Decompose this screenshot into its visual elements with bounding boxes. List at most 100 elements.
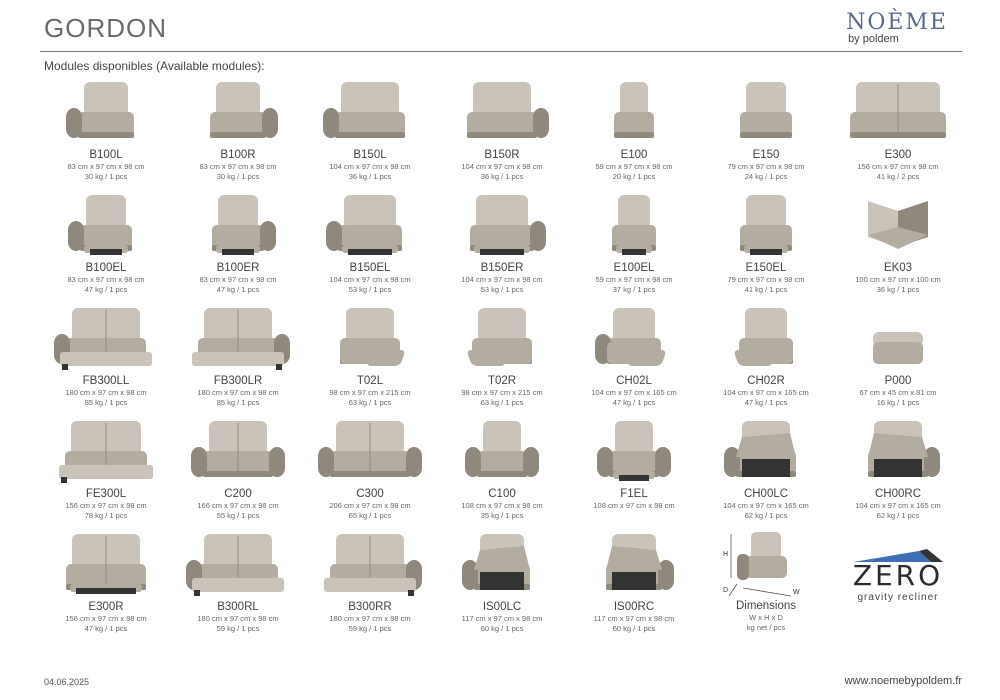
chaise-left-icon: [568, 300, 700, 374]
module-code: T02R: [487, 375, 517, 387]
brand-logo: NOÈME by poldem: [846, 10, 948, 45]
module-weight: 20 kg / 1 pcs: [612, 172, 656, 181]
three-seat-sofa-icon: [304, 413, 436, 487]
recliner-seat-icon: [568, 187, 700, 261]
module-dimensions: 83 cm x 97 cm x 98 cm: [199, 275, 277, 284]
module-dimensions: 166 cm x 97 cm x 98 cm: [197, 501, 279, 510]
module-weight: 30 kg / 1 pcs: [216, 172, 260, 181]
module-weight: 36 kg / 1 pcs: [480, 172, 524, 181]
loveseat-icon: [172, 413, 304, 487]
sofa-seat-icon: [568, 74, 700, 148]
chaise-storage-left-icon: [700, 413, 832, 487]
sofa-armchair-right-icon: [172, 74, 304, 148]
sofa-bed-arm-right-icon: [304, 526, 436, 600]
armchair-icon: [436, 413, 568, 487]
module-dimensions: 108 cm x 97 cm x 98 cm: [593, 501, 675, 510]
module-dimensions: 104 cm x 97 cm x 98 cm: [329, 275, 411, 284]
module-code: E100: [620, 149, 648, 161]
module-weight: 36 kg / 1 pcs: [348, 172, 392, 181]
module-code: FB300LR: [213, 375, 263, 387]
recliner-wide-right-icon: [436, 187, 568, 261]
module-dimensions: 104 cm x 97 cm x 165 cm: [591, 388, 677, 397]
chaise-storage-right-icon: [832, 413, 964, 487]
module-dimensions: 67 cm x 45 cm x 81 cm: [859, 388, 937, 397]
module-dimensions: 156 cm x 97 cm x 98 cm: [857, 162, 939, 171]
module-code: T02L: [356, 375, 384, 387]
module-code: EK03: [883, 262, 913, 274]
module-weight: 36 kg / 1 pcs: [876, 285, 920, 294]
module-dimensions: 104 cm x 97 cm x 165 cm: [855, 501, 941, 510]
sofa-armchair-left-icon: [40, 74, 172, 148]
module-dimensions: 98 cm x 97 cm x 215 cm: [461, 388, 543, 397]
module-dimensions: 180 cm x 97 cm x 98 cm: [65, 388, 147, 397]
module-weight: 62 kg / 1 pcs: [876, 511, 920, 520]
module-weight: 60 kg / 1 pcs: [480, 624, 524, 633]
module-weight: 62 kg / 1 pcs: [744, 511, 788, 520]
module-weight: 24 kg / 1 pcs: [744, 172, 788, 181]
module-dimensions: 108 cm x 97 cm x 98 cm: [461, 501, 543, 510]
module-code: CH00RC: [874, 488, 921, 500]
module-dimensions: 180 cm x 97 cm x 98 cm: [197, 614, 279, 623]
module-code: FE300L: [85, 488, 127, 500]
module-dimensions: 104 cm x 97 cm x 165 cm: [723, 388, 809, 397]
module-weight: 37 kg / 1 pcs: [612, 285, 656, 294]
module-code: CH00LC: [743, 488, 789, 500]
sofa-wide-left-icon: [304, 74, 436, 148]
recliner-seat-wide-icon: [700, 187, 832, 261]
module-code: B100L: [89, 149, 123, 161]
dimensions-unit: kg net / pcs: [746, 623, 786, 632]
footer-website[interactable]: www.noemebypoldem.fr: [844, 675, 962, 687]
module-dimensions: 117 cm x 97 cm x 98 cm: [461, 614, 543, 623]
module-weight: 53 kg / 1 pcs: [348, 285, 392, 294]
sofa-bed-open-icon: [40, 413, 172, 487]
page-header: GORDON NOÈME by poldem: [0, 0, 1000, 55]
module-weight: 60 kg / 1 pcs: [612, 624, 656, 633]
module-code: E150: [752, 149, 780, 161]
axis-w-label: W: [793, 589, 800, 596]
module-code: B150ER: [480, 262, 524, 274]
module-code: B150R: [484, 149, 520, 161]
recliner-wide-left-icon: [304, 187, 436, 261]
module-code: FB300LL: [82, 375, 130, 387]
module-weight: 41 kg / 1 pcs: [744, 285, 788, 294]
module-weight: 63 kg / 1 pcs: [480, 398, 524, 407]
storage-seat-right-icon: [568, 526, 700, 600]
module-code: IS00RC: [613, 601, 655, 613]
module-dimensions: 59 cm x 97 cm x 98 cm: [595, 275, 673, 284]
module-code: B150EL: [349, 262, 391, 274]
sofa-bed-right-icon: [172, 300, 304, 374]
module-code: C100: [488, 488, 516, 500]
zero-logo-subtitle: gravity recliner: [857, 592, 939, 603]
recliner-right-icon: [172, 187, 304, 261]
module-code: E300R: [88, 601, 124, 613]
footer-date: 04.06.2025: [44, 677, 90, 687]
recliner-left-icon: [40, 187, 172, 261]
module-code: F1EL: [620, 488, 648, 500]
module-dimensions: 156 cm x 97 cm x 98 cm: [65, 501, 147, 510]
sofa-wide-right-icon: [436, 74, 568, 148]
module-weight: 16 kg / 1 pcs: [876, 398, 920, 407]
module-dimensions: 79 cm x 97 cm x 98 cm: [727, 275, 805, 284]
sofa-double-recliner-icon: [40, 526, 172, 600]
module-weight: 47 kg / 1 pcs: [84, 285, 128, 294]
module-dimensions: 59 cm x 97 cm x 98 cm: [595, 162, 673, 171]
